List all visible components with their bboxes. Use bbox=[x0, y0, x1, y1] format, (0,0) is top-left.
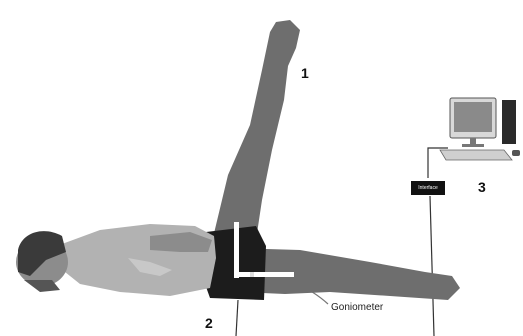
computer-marker-label: 3 bbox=[478, 180, 486, 194]
raised-leg-icon bbox=[210, 20, 300, 262]
cable-interface-down bbox=[430, 196, 434, 336]
cable-goniometer-down bbox=[236, 300, 238, 336]
computer-icon bbox=[440, 98, 520, 160]
interface-label: Interface bbox=[411, 181, 445, 195]
hip-marker-label: 2 bbox=[205, 316, 213, 330]
leg-marker-label: 1 bbox=[301, 66, 309, 80]
goniometer-label: Goniometer bbox=[331, 303, 383, 313]
